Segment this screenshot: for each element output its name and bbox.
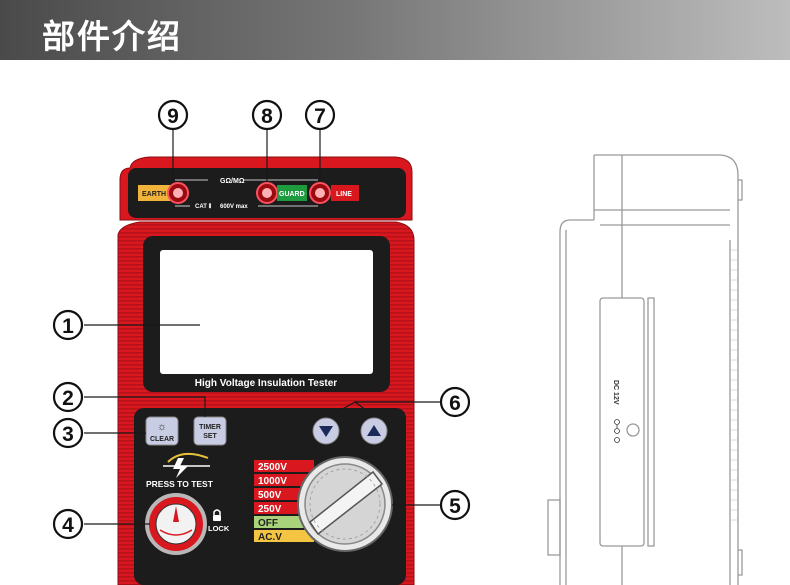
callout-4: 4 <box>52 508 84 540</box>
callout-7-label: 7 <box>314 105 326 128</box>
high-voltage-logo <box>163 452 210 478</box>
clear-label: CLEAR <box>150 436 174 443</box>
callout-6-label: 6 <box>449 392 461 415</box>
callout-4-label: 4 <box>62 514 74 537</box>
page-title: 部件介绍 <box>42 17 182 56</box>
guard-terminal[interactable] <box>256 182 278 204</box>
line-label-tag <box>331 185 359 201</box>
dc-polarity-icon <box>614 419 620 443</box>
earth-label-tag <box>138 185 172 201</box>
terminal-panel: GΩ/MΩ CAT Ⅱ 600V max EARTH GUARD LINE <box>138 178 359 210</box>
callout-9-label: 9 <box>167 105 179 128</box>
guard-label-tag <box>277 185 307 201</box>
header-banner: 部件介绍 <box>0 0 790 60</box>
guard-label: GUARD <box>279 191 305 198</box>
press-to-test-label: PRESS TO TEST <box>146 479 214 489</box>
range-2500v: 2500V <box>258 462 287 473</box>
side-view <box>547 154 743 585</box>
clear-button[interactable]: ☼ CLEAR <box>145 416 179 446</box>
backlight-icon: ☼ <box>157 421 167 433</box>
timer-set-button[interactable]: TIMER SET <box>193 416 227 446</box>
line-label: LINE <box>336 191 352 198</box>
leader-lines <box>84 130 440 525</box>
callout-5: 5 <box>439 489 471 521</box>
callout-3-label: 3 <box>62 423 74 446</box>
triangle-up-icon <box>367 425 381 436</box>
test-button[interactable] <box>145 493 207 555</box>
range-off: OFF <box>258 518 278 529</box>
lock-label: LOCK <box>208 524 230 533</box>
lcd-screen <box>160 250 373 374</box>
cat-rating-label: CAT Ⅱ <box>195 203 212 210</box>
callout-3: 3 <box>52 417 84 449</box>
callout-7: 7 <box>304 99 336 131</box>
callout-9: 9 <box>157 99 189 131</box>
triangle-down-icon <box>319 426 333 437</box>
earth-terminal[interactable] <box>167 182 189 204</box>
rotary-selector-dial[interactable] <box>297 456 393 552</box>
lightning-icon <box>173 458 188 478</box>
display-caption: High Voltage Insulation Tester <box>195 378 338 389</box>
terminal-range-label: GΩ/MΩ <box>220 178 245 185</box>
side-ribs <box>731 249 737 521</box>
callout-2: 2 <box>52 381 84 413</box>
lock-icon <box>213 509 221 521</box>
voltage-max-label: 600V max <box>220 204 248 210</box>
dc-input-label: DC 12V <box>612 380 619 405</box>
callout-1: 1 <box>52 309 84 341</box>
range-1000v: 1000V <box>258 476 287 487</box>
line-terminal[interactable] <box>309 182 331 204</box>
diagram-stage: GΩ/MΩ CAT Ⅱ 600V max EARTH GUARD LINE Hi… <box>52 99 743 585</box>
timer-label: TIMER <box>199 424 221 431</box>
earth-label: EARTH <box>142 191 166 198</box>
set-label: SET <box>203 433 217 440</box>
range-500v: 500V <box>258 490 282 501</box>
callout-1-label: 1 <box>62 315 74 338</box>
range-up-button[interactable] <box>360 417 388 445</box>
callout-2-label: 2 <box>62 387 74 410</box>
callout-8-label: 8 <box>261 105 273 128</box>
callout-6: 6 <box>439 386 471 418</box>
callout-5-label: 5 <box>449 495 461 518</box>
range-acv: AC.V <box>258 532 282 543</box>
callout-8: 8 <box>251 99 283 131</box>
range-250v: 250V <box>258 504 282 515</box>
range-down-button[interactable] <box>312 417 340 445</box>
